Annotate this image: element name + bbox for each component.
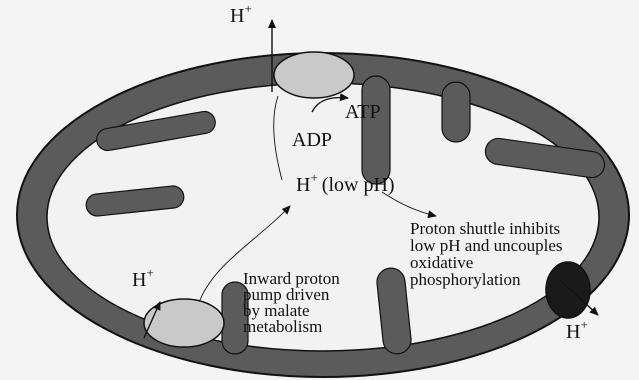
crista (442, 82, 470, 142)
atp-label: ATP (345, 101, 381, 123)
proton-pump (144, 299, 224, 347)
h-plus-top-label: H+ (230, 1, 252, 27)
adp-label: ADP (292, 129, 332, 151)
h-plus-right-label: H+ (566, 317, 588, 343)
matrix-space (47, 83, 599, 351)
proton-shuttle (546, 262, 590, 318)
atp-synthase (274, 52, 354, 98)
crista (362, 76, 390, 184)
